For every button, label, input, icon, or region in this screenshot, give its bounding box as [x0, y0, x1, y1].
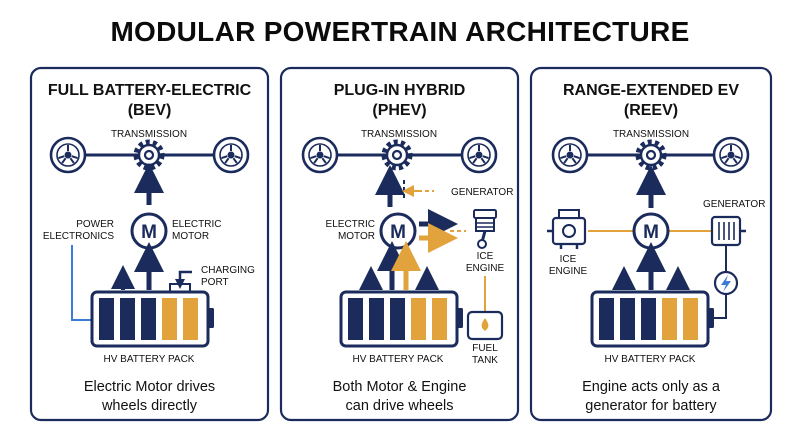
panel-bev-caption-2: wheels directly [101, 398, 198, 414]
panel-phev-caption-2: can drive wheels [346, 398, 454, 414]
power-electronics-wire [71, 245, 92, 321]
electric-motor-label-2: MOTOR [172, 231, 209, 242]
panel-bev-title-2: (BEV) [128, 102, 172, 119]
transmission-label: TRANSMISSION [361, 129, 437, 140]
battery-cell [641, 298, 656, 340]
wheel-icon [212, 136, 250, 174]
generator-icon [710, 215, 746, 247]
panel-phev-title-2: (PHEV) [372, 102, 426, 119]
generator-label: GENERATOR [451, 187, 513, 198]
charging-port-label-1: CHARGING [201, 265, 255, 276]
battery-label: HV BATTERY PACK [353, 354, 444, 365]
panel-bev: FULL BATTERY-ELECTRIC (BEV) TRANSMISSION… [29, 66, 270, 422]
battery-cell [390, 298, 405, 340]
electric-motor-label-1: ELECTRIC [172, 219, 221, 230]
battery-terminal [208, 308, 214, 328]
wheel-icon [301, 136, 339, 174]
lightning-icon [721, 275, 731, 292]
battery-cell [620, 298, 635, 340]
transmission-label: TRANSMISSION [111, 129, 187, 140]
battery-cell [183, 298, 198, 340]
fuel-drop-icon [481, 318, 489, 331]
charging-port-arrow [175, 270, 192, 289]
electric-motor-label-1: ELECTRIC [326, 219, 375, 230]
fuel-tank-label-2: TANK [472, 355, 498, 366]
wheel-icon [712, 136, 750, 174]
ice-engine-label-1: ICE [477, 251, 494, 262]
panel-reev: RANGE-EXTENDED EV (REEV) TRANSMISSION M … [529, 66, 773, 422]
charging-port-label-2: PORT [201, 277, 229, 288]
panel-reev-caption-2: generator for battery [585, 398, 717, 414]
battery-cell [369, 298, 384, 340]
panel-phev: PLUG-IN HYBRID (PHEV) TRANSMISSION GENER… [279, 66, 520, 422]
generator-label: GENERATOR [703, 199, 765, 210]
power-electronics-label-2: ELECTRONICS [43, 231, 114, 242]
panel-phev-title-1: PLUG-IN HYBRID [334, 82, 466, 99]
battery-cell [162, 298, 177, 340]
battery-terminal [708, 308, 714, 328]
ice-engine-label-2: ENGINE [466, 263, 505, 274]
battery-cell [348, 298, 363, 340]
panel-reev-title-2: (REEV) [624, 102, 678, 119]
panel-bev-title-1: FULL BATTERY-ELECTRIC [48, 82, 252, 99]
battery-cell [662, 298, 677, 340]
electric-motor-label-2: MOTOR [338, 231, 375, 242]
battery-cell [683, 298, 698, 340]
panel-reev-title-1: RANGE-EXTENDED EV [563, 82, 739, 99]
transmission-label: TRANSMISSION [613, 129, 689, 140]
battery-label: HV BATTERY PACK [605, 354, 696, 365]
battery-label: HV BATTERY PACK [104, 354, 195, 365]
battery-cell [599, 298, 614, 340]
motor-symbol: M [141, 222, 157, 243]
wheel-icon [460, 136, 498, 174]
battery-cell [411, 298, 426, 340]
wheel-icon [551, 136, 589, 174]
ice-engine-label-2: ENGINE [549, 266, 588, 277]
power-electronics-label-1: POWER [76, 219, 114, 230]
generator-to-battery-line [714, 245, 727, 319]
fuel-tank-label-1: FUEL [472, 343, 498, 354]
ice-engine-icon [547, 209, 587, 249]
panel-phev-caption-1: Both Motor & Engine [333, 379, 467, 395]
page-title: MODULAR POWERTRAIN ARCHITECTURE [110, 16, 690, 47]
panel-reev-caption-1: Engine acts only as a [582, 379, 721, 395]
ice-engine-label-1: ICE [560, 254, 577, 265]
motor-symbol: M [390, 222, 406, 243]
battery-cell [120, 298, 135, 340]
battery-cell [432, 298, 447, 340]
battery-cell [141, 298, 156, 340]
motor-symbol: M [643, 222, 659, 243]
panel-bev-caption-1: Electric Motor drives [84, 379, 215, 395]
wheel-icon [49, 136, 87, 174]
battery-terminal [457, 308, 463, 328]
battery-cell [99, 298, 114, 340]
